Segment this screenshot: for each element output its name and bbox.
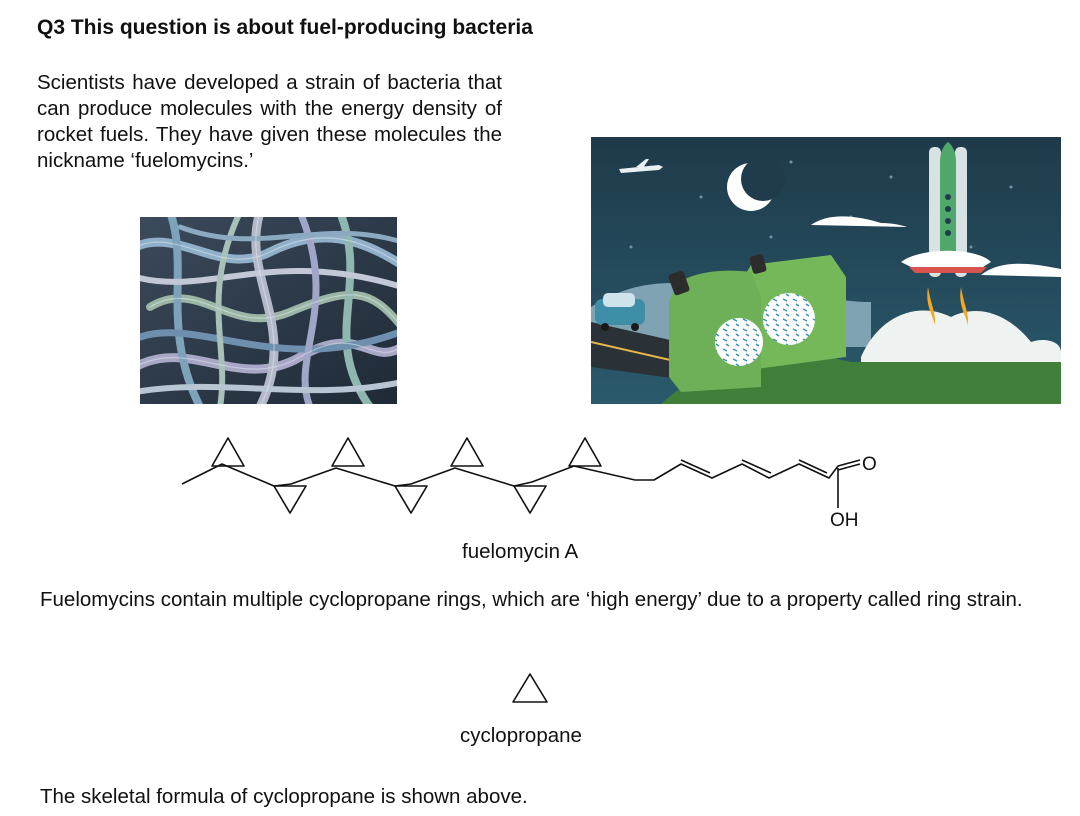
car-icon <box>595 293 645 331</box>
airplane-icon <box>619 159 663 173</box>
moon-icon <box>727 157 785 211</box>
question-title: Q3 This question is about fuel-producing… <box>37 16 533 39</box>
oxygen-label: O <box>862 454 877 475</box>
hydroxyl-label: OH <box>830 510 859 531</box>
molecule-name: fuelomycin A <box>462 540 579 563</box>
fuelomycin-a-structure: O <box>181 437 877 514</box>
closing-sentence: The skeletal formula of cyclopropane is … <box>40 785 528 808</box>
cyclopropane-structure <box>512 673 548 703</box>
cyclopropane-label: cyclopropane <box>460 724 582 747</box>
fuel-can-icon <box>668 254 846 392</box>
intro-paragraph: Scientists have developed a strain of ba… <box>37 71 502 172</box>
rocket-icon <box>901 142 991 325</box>
bacteria-micrograph <box>140 217 397 404</box>
fuel-rocket-illustration <box>591 137 1061 404</box>
ring-strain-paragraph: Fuelomycins contain multiple cyclopropan… <box>40 588 1023 611</box>
